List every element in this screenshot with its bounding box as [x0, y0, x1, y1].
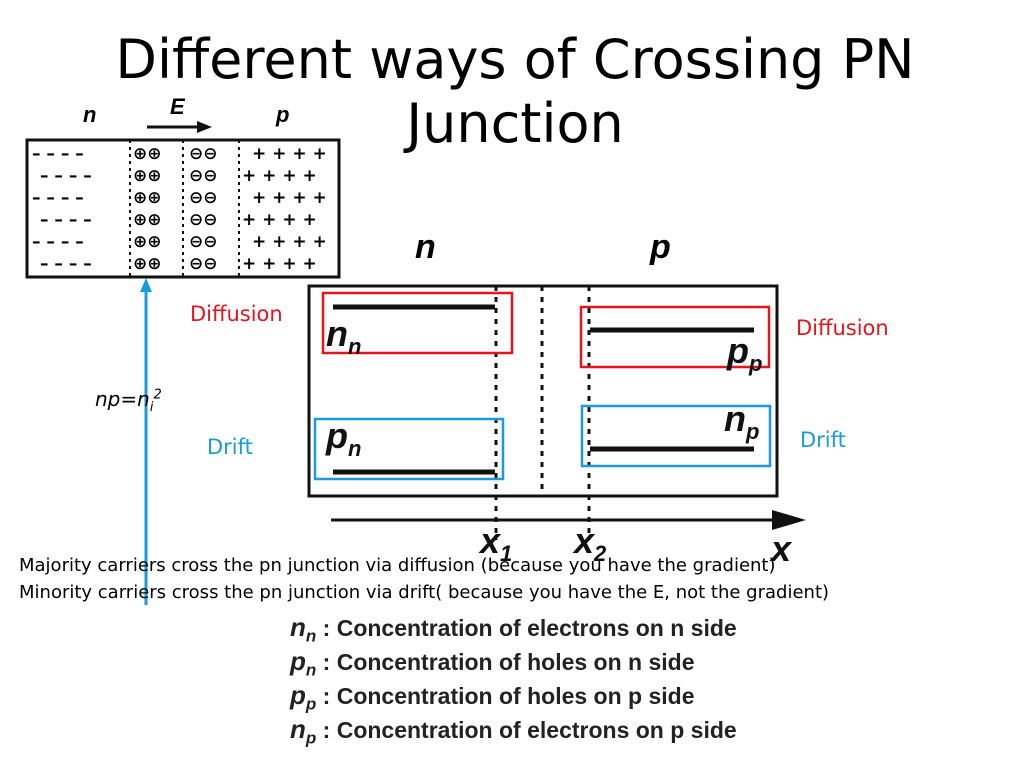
- drift-box-right: [580, 404, 772, 468]
- negative-ions: ⊖⊖: [189, 166, 218, 186]
- diffusion-left-label: Diffusion: [190, 302, 283, 326]
- negative-ions: ⊖⊖: [189, 188, 218, 208]
- legend-item: pp : Concentration of holes on p side: [290, 680, 695, 715]
- np-sub: p: [746, 419, 760, 445]
- positive-ions: ⊕⊕: [133, 166, 162, 186]
- positive-ions: ⊕⊕: [133, 144, 162, 164]
- drift-left-label: Drift: [207, 435, 253, 459]
- diffusion-box-left: [321, 291, 514, 355]
- p-side-charges: + + + +: [252, 188, 327, 208]
- charge-row: – – – – ⊕⊕ ⊖⊖ + + + +: [30, 165, 336, 187]
- legend-text: : Concentration of holes on p side: [316, 683, 695, 709]
- legend-symbol: p: [290, 680, 306, 710]
- legend-symbol-sub: n: [305, 626, 317, 646]
- charge-row: – – – – ⊕⊕ ⊖⊖ + + + +: [30, 253, 336, 275]
- positive-ions: ⊕⊕: [133, 254, 162, 274]
- legend-symbol-sub: p: [305, 728, 317, 748]
- legend-symbol-sub: p: [305, 694, 317, 714]
- p-side-charges: + + + +: [242, 210, 317, 230]
- legend-text: : Concentration of electrons on p side: [316, 717, 737, 743]
- np-base: n: [724, 398, 746, 439]
- legend-item: pn : Concentration of holes on n side: [290, 646, 695, 681]
- pp-symbol: pp: [727, 330, 762, 377]
- x1-label: x1: [480, 520, 512, 567]
- negative-ions: ⊖⊖: [189, 254, 218, 274]
- negative-ions: ⊖⊖: [189, 210, 218, 230]
- legend-item: np : Concentration of electrons on p sid…: [290, 714, 737, 749]
- pn-base: p: [326, 415, 348, 456]
- vertical-blue-arrow-head: [140, 278, 152, 292]
- inset-e-label: E: [170, 94, 185, 119]
- charge-row: – – – – ⊕⊕ ⊖⊖ + + + +: [30, 187, 336, 209]
- nn-symbol: nn: [326, 313, 361, 360]
- positive-ions: ⊕⊕: [133, 210, 162, 230]
- x2-base: x: [574, 520, 595, 561]
- legend-symbol-sub: n: [305, 660, 317, 680]
- equation: np=ni2: [95, 387, 162, 415]
- equation-lhs: np=n: [95, 387, 150, 411]
- p-side-charges: + + + +: [242, 254, 317, 274]
- minority-note: Minority carriers cross the pn junction …: [19, 582, 830, 603]
- x2-sub: 2: [594, 541, 607, 567]
- x-axis-label: x: [771, 528, 792, 569]
- charge-row: – – – – ⊕⊕ ⊖⊖ + + + +: [30, 209, 336, 231]
- positive-ions: ⊕⊕: [133, 188, 162, 208]
- drift-right-label: Drift: [800, 428, 846, 452]
- legend-symbol: n: [290, 612, 306, 642]
- negative-ions: ⊖⊖: [189, 144, 218, 164]
- x2-label: x2: [574, 520, 606, 567]
- n-side-charges: – – – –: [32, 232, 84, 252]
- diagram-p-label: p: [650, 228, 671, 266]
- nn-sub: n: [348, 334, 362, 360]
- equation-sub: i: [149, 400, 154, 415]
- e-field-arrow-head: [197, 121, 212, 133]
- negative-ions: ⊖⊖: [189, 232, 218, 252]
- inset-p-label: p: [276, 102, 290, 127]
- majority-note: Majority carriers cross the pn junction …: [19, 555, 776, 576]
- charge-row: – – – – ⊕⊕ ⊖⊖ + + + +: [30, 231, 336, 253]
- x1-sub: 1: [500, 541, 513, 567]
- p-side-charges: + + + +: [252, 232, 327, 252]
- n-side-charges: – – – –: [32, 188, 84, 208]
- x-axis-arrow-head: [772, 510, 806, 530]
- positive-ions: ⊕⊕: [133, 232, 162, 252]
- x1-base: x: [480, 520, 501, 561]
- legend-text: : Concentration of electrons on n side: [316, 615, 737, 641]
- page-title: Different ways of Crossing PN Junction: [115, 28, 915, 155]
- charge-row: – – – – ⊕⊕ ⊖⊖ + + + +: [30, 143, 336, 165]
- legend-item: nn : Concentration of electrons on n sid…: [290, 612, 737, 647]
- diffusion-right-label: Diffusion: [796, 316, 889, 340]
- n-side-charges: – – – –: [40, 210, 92, 230]
- n-side-charges: – – – –: [40, 166, 92, 186]
- equation-sup: 2: [153, 387, 162, 403]
- legend-symbol: p: [290, 646, 306, 676]
- legend-text: : Concentration of holes on n side: [316, 649, 695, 675]
- pn-sub: n: [348, 436, 362, 462]
- np-symbol: np: [724, 398, 759, 445]
- diffusion-box-right: [579, 305, 771, 369]
- legend-symbol: n: [290, 714, 306, 744]
- inset-n-label: n: [83, 102, 97, 127]
- n-side-charges: – – – –: [40, 254, 92, 274]
- pp-sub: p: [749, 351, 763, 377]
- pp-base: p: [727, 330, 749, 371]
- diagram-n-label: n: [415, 228, 436, 266]
- p-side-charges: + + + +: [242, 166, 317, 186]
- pn-symbol: pn: [326, 415, 361, 462]
- nn-base: n: [326, 313, 348, 354]
- drift-box-left: [313, 417, 505, 481]
- p-side-charges: + + + +: [252, 144, 327, 164]
- n-side-charges: – – – –: [32, 144, 84, 164]
